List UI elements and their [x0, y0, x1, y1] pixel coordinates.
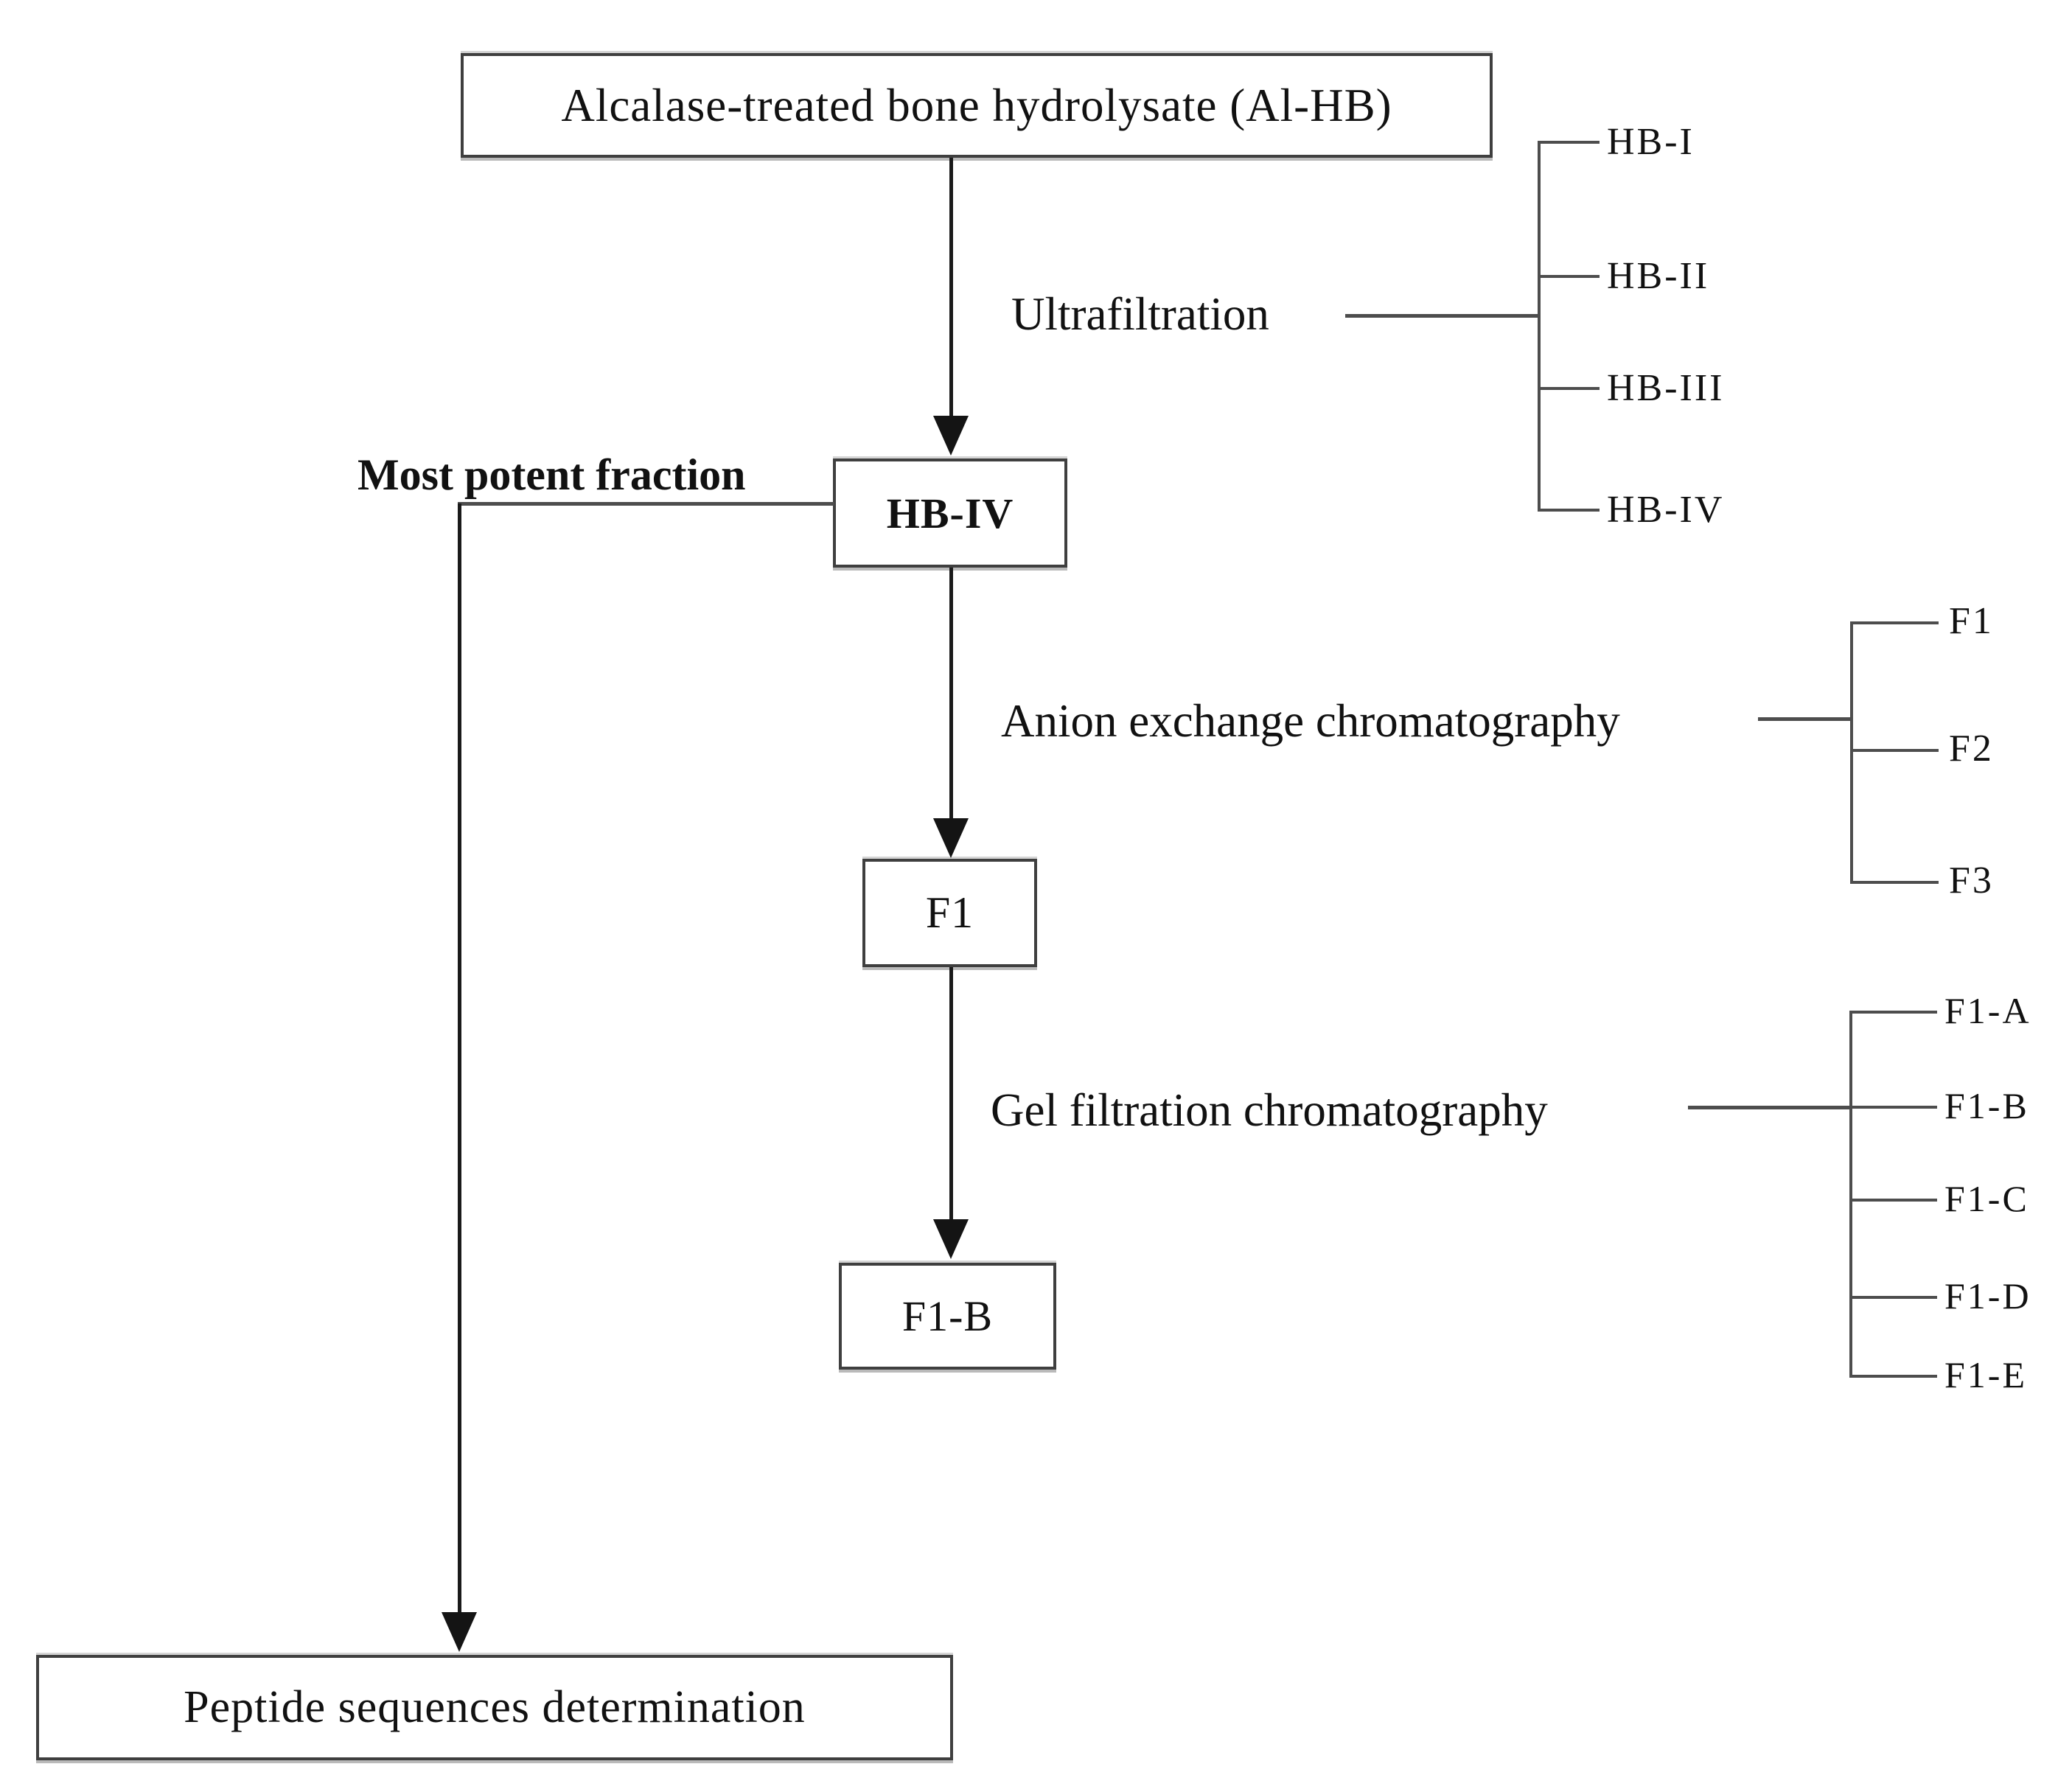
anion-connector-line: [1758, 717, 1852, 721]
fraction-label-hb-iii: HB-III: [1607, 367, 1725, 409]
fraction-label-f2: F2: [1949, 728, 1994, 770]
ultrafiltration-connector-line: [1345, 314, 1541, 318]
hb-bracket-tick-3: [1538, 387, 1600, 390]
node-al-hb: Alcalase-treated bone hydrolysate (Al-HB…: [461, 53, 1493, 158]
fraction-label-hb-i: HB-I: [1607, 121, 1695, 163]
node-hb-iv: HB-IV: [833, 459, 1067, 568]
fraction-label-f1-d: F1-D: [1944, 1275, 2031, 1317]
node-f1-b: F1-B: [839, 1263, 1056, 1370]
fraction-label-f1-c: F1-C: [1944, 1178, 2029, 1219]
hb-bracket-tick-4: [1538, 509, 1600, 512]
fraction-label-f1-e: F1-E: [1944, 1354, 2027, 1395]
node-peptide-determination: Peptide sequences determination: [36, 1655, 953, 1760]
f-bracket-tick-2: [1850, 749, 1939, 752]
gel-connector-line: [1688, 1106, 1852, 1109]
f1-bracket-tick-5: [1849, 1375, 1937, 1378]
f-bracket-tick-3: [1850, 881, 1939, 884]
hb-bracket-tick-2: [1538, 275, 1600, 278]
hb-bracket-vertical-line: [1538, 141, 1541, 512]
hb-bracket-tick-1: [1538, 141, 1600, 144]
node-peptide-determination-label: Peptide sequences determination: [184, 1682, 806, 1732]
fraction-label-f1-a: F1-A: [1944, 990, 2031, 1031]
f-bracket-tick-1: [1850, 621, 1939, 624]
arrow-f1-to-f1b-head: [933, 1219, 969, 1259]
gel-filtration-label: Gel filtration chromatography: [991, 1084, 1548, 1136]
fraction-label-f1: F1: [1949, 600, 1994, 642]
arrow-hbiv-to-f1-line: [949, 568, 953, 818]
most-potent-fraction-label: Most potent fraction: [357, 450, 746, 499]
f1-bracket-tick-1: [1849, 1011, 1937, 1014]
arrow-hbiv-to-f1-head: [933, 818, 969, 858]
most-potent-vertical-line: [458, 503, 461, 1612]
fraction-label-f3: F3: [1949, 860, 1994, 902]
ultrafiltration-label: Ultrafiltration: [1011, 288, 1269, 340]
anion-exchange-label: Anion exchange chromatography: [1001, 695, 1620, 747]
most-potent-horizontal-line: [458, 502, 834, 506]
node-f1-label: F1: [925, 888, 974, 937]
f1-bracket-tick-4: [1849, 1296, 1937, 1299]
fraction-label-f1-b: F1-B: [1944, 1085, 2029, 1126]
f1-bracket-vertical-line: [1849, 1011, 1852, 1378]
fraction-label-hb-ii: HB-II: [1607, 255, 1710, 297]
node-hb-iv-label: HB-IV: [886, 489, 1014, 537]
f-bracket-vertical-line: [1850, 621, 1853, 884]
node-f1: F1: [862, 859, 1037, 967]
node-al-hb-label: Alcalase-treated bone hydrolysate (Al-HB…: [561, 79, 1392, 131]
arrow-f1-to-f1b-line: [949, 967, 953, 1219]
fraction-label-hb-iv: HB-IV: [1607, 489, 1725, 531]
arrow-alhb-to-hbiv-line: [949, 158, 953, 416]
f1-bracket-tick-3: [1849, 1199, 1937, 1202]
node-f1-b-label: F1-B: [901, 1292, 994, 1340]
arrow-alhb-to-hbiv-head: [933, 416, 969, 456]
f1-bracket-tick-2: [1849, 1106, 1937, 1109]
arrow-to-peptide-head: [442, 1612, 477, 1652]
